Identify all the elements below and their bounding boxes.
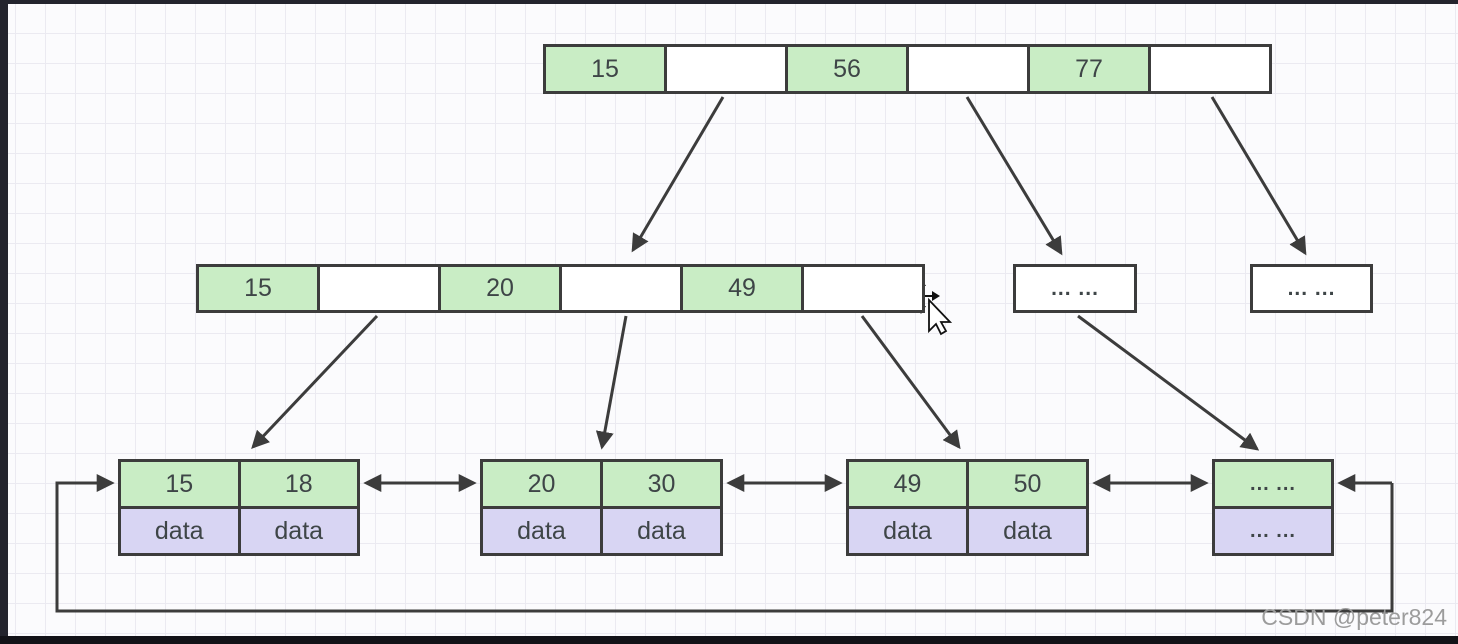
leaf-data-cell: data bbox=[849, 509, 966, 553]
edge-overflow-leaf4 bbox=[1077, 314, 1260, 451]
leaf-key-cell: 30 bbox=[603, 462, 720, 506]
internal-key-cell: 20 bbox=[441, 267, 559, 310]
internal-key-cell: 49 bbox=[683, 267, 801, 310]
overflow-box-2: ... ... bbox=[1250, 264, 1373, 313]
leaf-node-3: 49 50 data data bbox=[846, 459, 1089, 556]
window-edge-left bbox=[0, 0, 8, 644]
edge-internal-leaf3 bbox=[860, 315, 961, 450]
leaf-data-cell: data bbox=[483, 509, 600, 553]
root-empty-cell bbox=[909, 47, 1027, 91]
leaf-node-4: ... ... ... ... bbox=[1212, 459, 1334, 556]
leaf-key-cell: 15 bbox=[121, 462, 238, 506]
watermark: CSDN @peter824 bbox=[1261, 604, 1447, 630]
leaf-key-cell: 50 bbox=[969, 462, 1086, 506]
root-key-cell: 77 bbox=[1030, 47, 1148, 91]
leaf-data-cell: data bbox=[121, 509, 238, 553]
window-edge-top bbox=[0, 0, 1458, 4]
edge-root-child3 bbox=[1210, 96, 1307, 256]
leaf-data-cell: data bbox=[969, 509, 1086, 553]
internal-empty-cell bbox=[320, 267, 438, 310]
leaf-key-cell: ... ... bbox=[1215, 462, 1331, 506]
leaf-data-cell: data bbox=[240, 509, 357, 553]
root-empty-cell bbox=[1151, 47, 1269, 91]
leaf-data-cell: data bbox=[603, 509, 720, 553]
internal-empty-cell bbox=[562, 267, 680, 310]
root-empty-cell bbox=[667, 47, 785, 91]
root-key-cell: 15 bbox=[546, 47, 664, 91]
leaf-node-1: 15 18 data data bbox=[118, 459, 360, 556]
edge-root-child1 bbox=[631, 96, 725, 253]
internal-node: 15 20 49 bbox=[196, 264, 925, 313]
leaf-node-2: 20 30 data data bbox=[480, 459, 723, 556]
edge-root-child2 bbox=[965, 96, 1063, 256]
edge-internal-leaf1 bbox=[251, 314, 379, 449]
leaf-key-cell: 18 bbox=[240, 462, 357, 506]
root-node: 15 56 77 bbox=[543, 44, 1272, 94]
root-key-cell: 56 bbox=[788, 47, 906, 91]
leaf-data-cell: ... ... bbox=[1215, 509, 1331, 553]
internal-key-cell: 15 bbox=[199, 267, 317, 310]
edge-internal-leaf2 bbox=[595, 315, 628, 450]
pointer-cursor-icon bbox=[928, 297, 953, 336]
leaf-key-cell: 49 bbox=[849, 462, 966, 506]
internal-empty-cell bbox=[804, 267, 922, 310]
overflow-box-1: ... ... bbox=[1013, 264, 1137, 313]
leaf-key-cell: 20 bbox=[483, 462, 600, 506]
window-edge-bottom bbox=[0, 636, 1458, 644]
